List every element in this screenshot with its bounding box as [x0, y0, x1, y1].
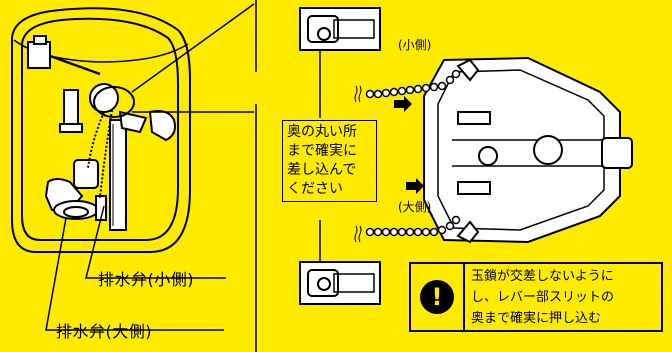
caution-line: 奥まで確実に押し込む [471, 311, 602, 326]
drain-valve-small-label: 排水弁(小側) [98, 270, 194, 289]
exclamation-icon: ! [420, 280, 454, 314]
caution-text: 玉鎖が交差しないように し、レバー部スリットの 奥まで確実に押し込む [465, 264, 661, 330]
instruction-line: 差し込んで [287, 162, 357, 178]
caution-box: ! 玉鎖が交差しないように し、レバー部スリットの 奥まで確実に押し込む [409, 262, 663, 332]
caution-line: し、レバー部スリットの [471, 290, 615, 305]
large-side-label: (大側) [398, 200, 432, 214]
insert-arrow-large [406, 178, 424, 194]
instruction-line: 奥の丸い所 [287, 124, 357, 140]
bead-chain-large [365, 215, 461, 237]
instruction-line: ください [287, 181, 343, 197]
instruction-line: まで確実に [287, 143, 357, 159]
motion-marks [354, 85, 362, 243]
caution-icon-area: ! [411, 264, 463, 330]
drain-valve-large-label: 排水弁(大側) [56, 322, 152, 341]
instruction-box: 奥の丸い所 まで確実に 差し込んで ください [282, 120, 377, 202]
bead-chain-small [365, 69, 461, 99]
leader-lines [45, 0, 257, 352]
insert-arrow-small [394, 96, 412, 112]
caution-line: 玉鎖が交差しないように [471, 269, 614, 284]
small-side-label: (小側) [398, 38, 432, 52]
valve-detail-illustration [299, 7, 633, 305]
toilet-tank-illustration [11, 7, 191, 253]
